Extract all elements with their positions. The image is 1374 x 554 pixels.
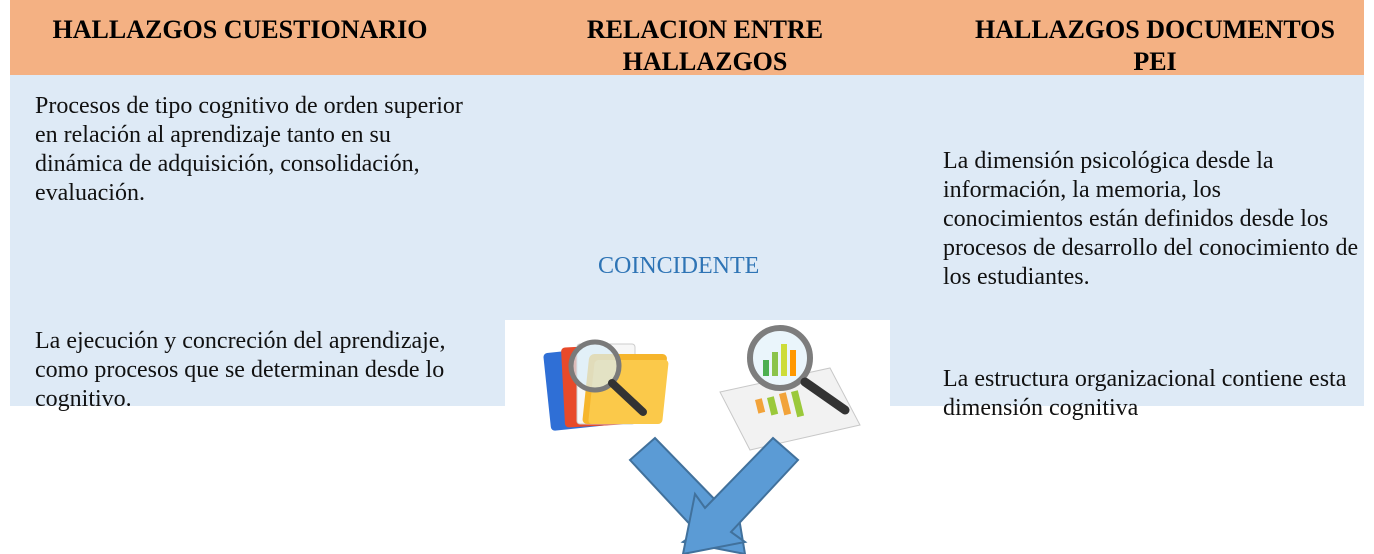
questionnaire-finding-2: La ejecución y concreción del aprendizaj…: [35, 328, 446, 412]
arrow-down-left-icon: [681, 436, 800, 554]
magnifier-icon: [568, 339, 647, 416]
header-pei-documents: HALLAZGOS DOCUMENTOS PEI: [975, 15, 1335, 76]
pei-finding-1: La dimensión psicológica desde la inform…: [943, 148, 1359, 290]
pei-finding-2: La estructura organizacional contiene es…: [943, 366, 1347, 421]
analysis-illustration: [505, 320, 890, 554]
relation-label: COINCIDENTE: [598, 253, 760, 279]
header-questionnaire: HALLAZGOS CUESTIONARIO: [52, 15, 428, 44]
header-row: HALLAZGOS CUESTIONARIO RELACION ENTRE HA…: [10, 0, 1364, 76]
bar-chart-icon: [719, 325, 861, 451]
header-relation: RELACION ENTRE HALLAZGOS: [586, 15, 824, 76]
questionnaire-finding-1: Procesos de tipo cognitivo de orden supe…: [35, 93, 463, 206]
